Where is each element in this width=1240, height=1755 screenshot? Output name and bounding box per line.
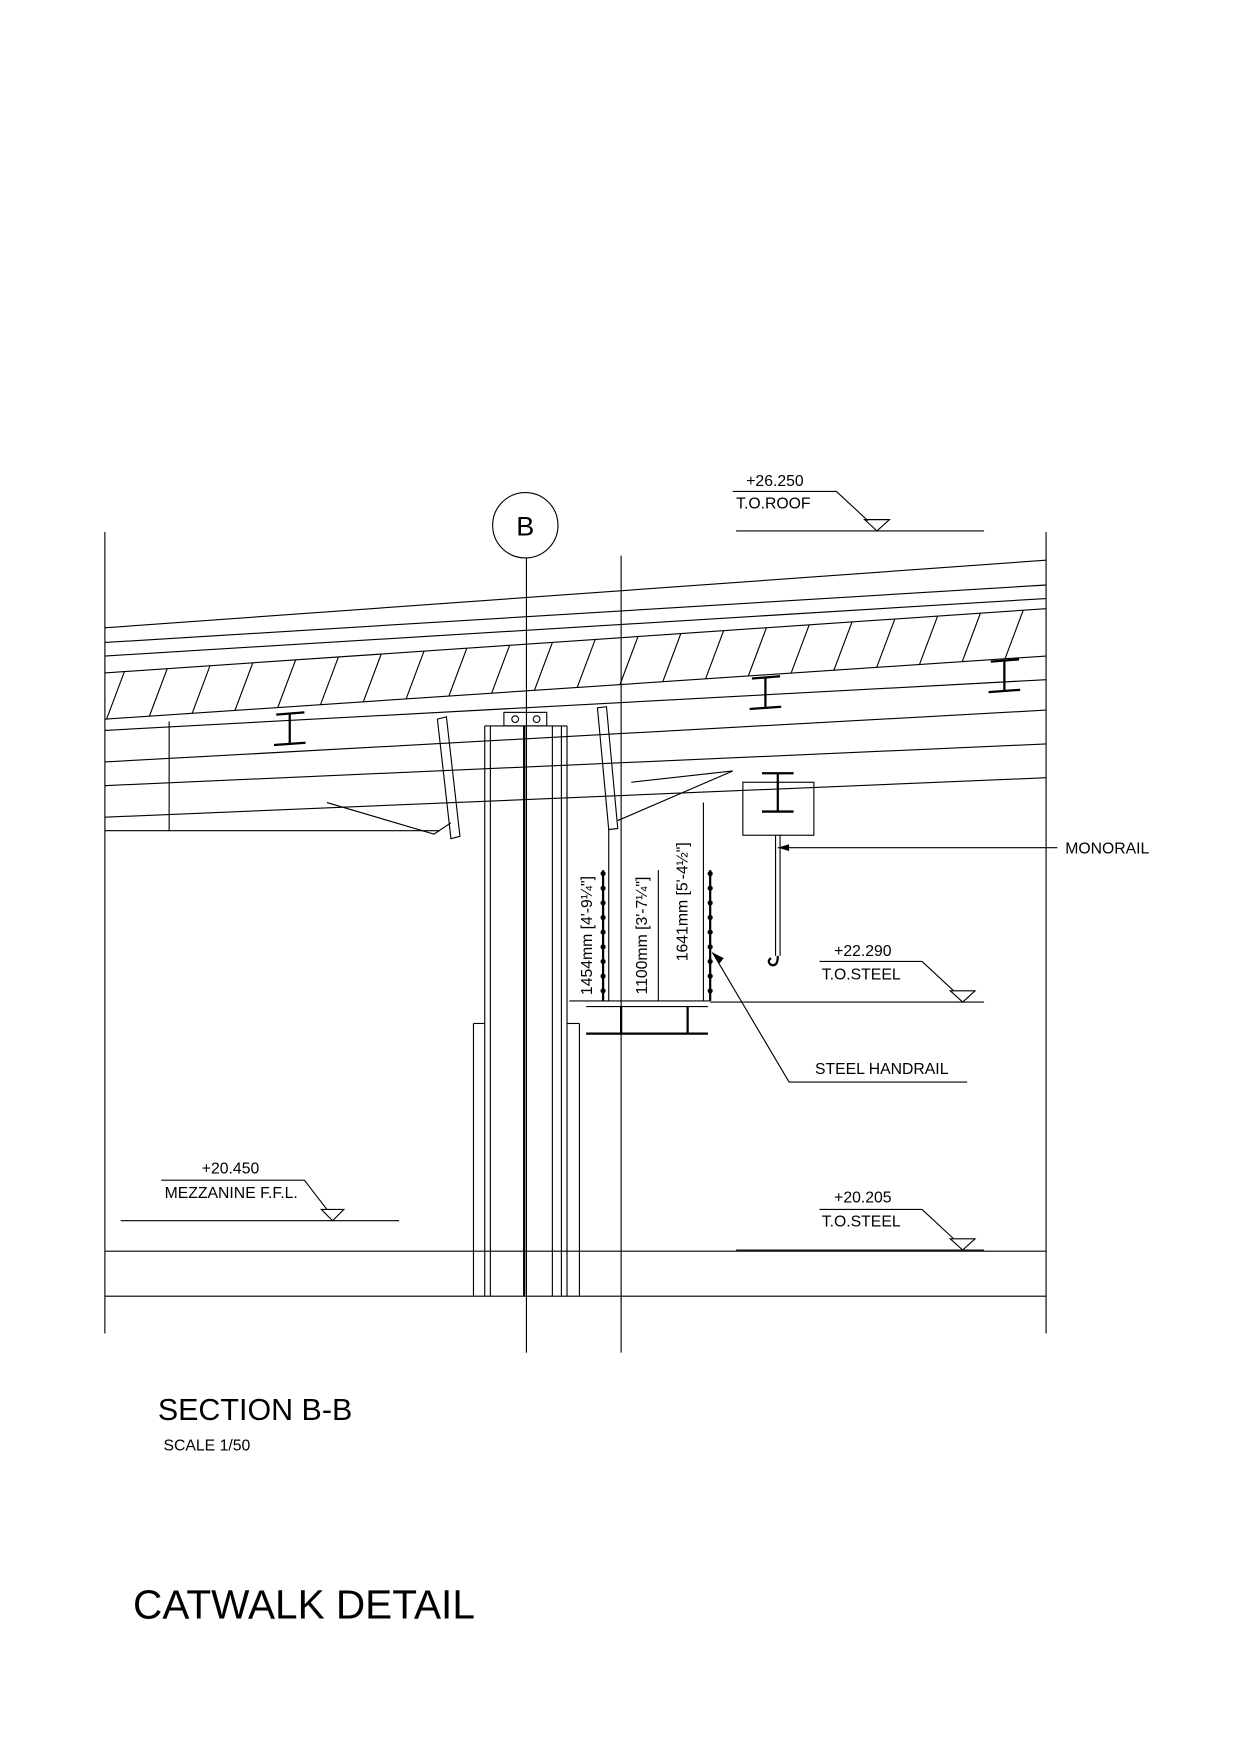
handrail-callout: STEEL HANDRAIL bbox=[815, 1061, 949, 1078]
handrail-bolt bbox=[707, 870, 713, 877]
roof-hatch-line bbox=[601, 608, 654, 720]
handrail-bolt bbox=[600, 944, 606, 950]
roof-hatch-line bbox=[351, 608, 403, 720]
handrail-bolt bbox=[707, 958, 713, 965]
level-value: +20.450 bbox=[202, 1160, 260, 1177]
grid-label: B bbox=[516, 511, 534, 541]
handrail-bolt bbox=[707, 973, 713, 979]
level-marker-roof: +26.250 T.O.ROOF bbox=[732, 473, 985, 532]
roof-hatch-line bbox=[1018, 608, 1047, 720]
handrail-bolt bbox=[600, 958, 606, 965]
roof-hatch-line bbox=[643, 608, 695, 720]
handrail-bolt bbox=[600, 900, 606, 906]
handrail-bolt bbox=[707, 885, 713, 891]
level-label: T.O.STEEL bbox=[822, 967, 901, 984]
handrail-bolt bbox=[707, 988, 713, 994]
section-scale: SCALE 1/50 bbox=[163, 1438, 250, 1455]
handrail-bolt bbox=[600, 914, 606, 921]
handrail-bolt bbox=[707, 914, 713, 921]
catwalk bbox=[569, 802, 713, 1035]
sheet-title: CATWALK DETAIL bbox=[133, 1582, 475, 1628]
handrail-bolt bbox=[707, 929, 713, 935]
handrail-bolt bbox=[600, 885, 606, 891]
section-title: SECTION B-B bbox=[158, 1393, 352, 1427]
handrail-bolt bbox=[600, 929, 606, 935]
monorail-callout: MONORAIL bbox=[1065, 840, 1149, 857]
handrail-bolt bbox=[707, 944, 713, 950]
roof-hatch-line bbox=[309, 608, 362, 720]
handrail-bolt bbox=[600, 870, 606, 877]
roof-hatch-line bbox=[935, 608, 987, 720]
level-marker-steel-upper: +22.290 T.O.STEEL bbox=[710, 943, 985, 1003]
level-value: +20.205 bbox=[834, 1190, 892, 1207]
level-label: T.O.ROOF bbox=[736, 495, 810, 512]
level-label: MEZZANINE F.F.L. bbox=[165, 1185, 298, 1202]
level-label: T.O.STEEL bbox=[822, 1213, 901, 1230]
handrail-bolt bbox=[707, 900, 713, 906]
level-marker-mezzanine: +20.450 MEZZANINE F.F.L. bbox=[120, 1160, 400, 1222]
dimension-1641: 1641mm [5'-4½"] bbox=[675, 842, 692, 961]
roof-hatch-line bbox=[142, 608, 195, 720]
grid-bubble bbox=[492, 492, 559, 559]
level-value: +26.250 bbox=[746, 473, 804, 490]
roof-hatch-line bbox=[809, 608, 862, 720]
roof-structure bbox=[104, 559, 1112, 840]
level-marker-steel-lower: +20.205 T.O.STEEL bbox=[736, 1190, 985, 1251]
level-value: +22.290 bbox=[834, 943, 892, 960]
roof-hatch-line bbox=[559, 608, 612, 720]
handrail-bolt bbox=[600, 973, 606, 979]
roof-hatch-line bbox=[104, 608, 153, 720]
roof-hatch-line bbox=[768, 608, 821, 720]
dimension-1100: 1100mm [3'-7¼"] bbox=[634, 877, 651, 995]
dimension-1454: 1454mm [4'-9¼"] bbox=[579, 876, 596, 995]
monorail bbox=[742, 772, 1058, 967]
handrail-bolt bbox=[600, 988, 606, 994]
roof-hatch-line bbox=[851, 608, 904, 720]
roof-hatch-line bbox=[1061, 597, 1112, 732]
